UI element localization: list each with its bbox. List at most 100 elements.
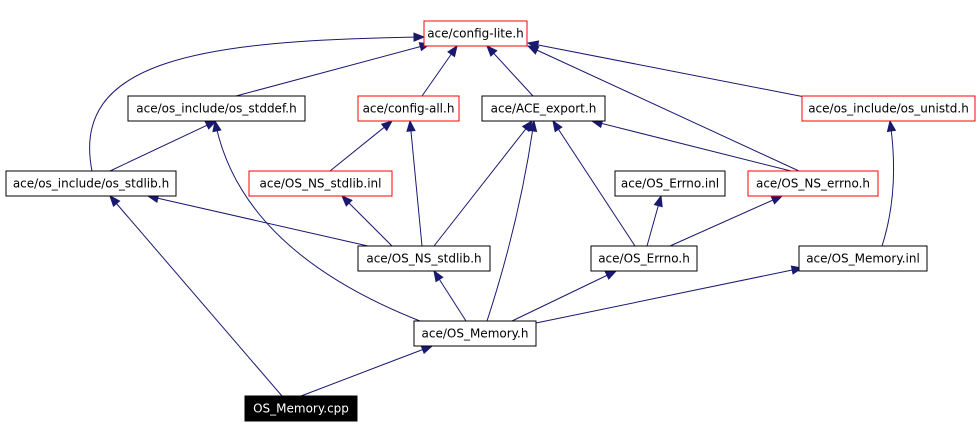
arrowhead	[341, 195, 353, 207]
node-label: ace/config-lite.h	[427, 27, 524, 41]
arrowhead	[486, 45, 498, 57]
edge-os_memory_inl-to-os_unistd	[881, 119, 897, 247]
edge-line	[486, 120, 535, 322]
edge-os_errno_h-to-os_errno_inl	[646, 194, 663, 247]
edge-os_stddef-to-config_lite	[235, 42, 432, 97]
arrowhead	[433, 269, 444, 283]
edge-os_ns_stdlib_h-to-config_all	[406, 119, 423, 247]
arrowhead	[526, 40, 540, 50]
arrowhead	[521, 119, 533, 133]
edge-ace_export-to-config_lite	[486, 45, 534, 97]
edge-line	[511, 270, 617, 322]
node-box	[798, 245, 928, 272]
edge-line	[89, 36, 425, 172]
node-box	[590, 245, 698, 272]
node-box	[747, 170, 879, 197]
node-config_lite[interactable]: ace/config-lite.h	[423, 20, 528, 47]
edge-line	[552, 120, 636, 247]
node-label: ace/OS_Errno.inl	[621, 177, 719, 191]
edge-line	[486, 45, 534, 97]
arrowhead	[380, 120, 394, 132]
arrowhead	[527, 119, 538, 133]
edge-os_ns_errno-to-ace_export	[590, 118, 792, 172]
edge-config_all-to-config_lite	[421, 44, 458, 97]
node-os_errno_inl[interactable]: ace/OS_Errno.inl	[614, 170, 726, 197]
edge-line	[527, 42, 811, 99]
edge-os_memory_h-to-os_stddef	[212, 119, 421, 322]
node-os_ns_errno[interactable]: ace/OS_NS_errno.h	[747, 170, 879, 197]
edge-line	[214, 120, 421, 322]
node-os_memory_inl[interactable]: ace/OS_Memory.inl	[798, 245, 928, 272]
edge-os_memory_cpp-to-os_stdlib	[109, 194, 283, 397]
edge-line	[669, 195, 783, 247]
node-box	[244, 395, 358, 422]
node-label: ace/os_include/os_unistd.h	[808, 102, 969, 116]
node-box	[357, 95, 460, 122]
node-config_all[interactable]: ace/config-all.h	[357, 95, 460, 122]
node-label: ace/OS_Errno.h	[598, 252, 690, 266]
edge-line	[235, 43, 431, 97]
edge-line	[109, 195, 283, 397]
node-box	[127, 95, 306, 122]
node-label: ace/os_include/os_stdlib.h	[13, 177, 169, 191]
node-label: ace/config-all.h	[363, 102, 455, 116]
edge-line	[535, 267, 803, 324]
arrowhead	[552, 119, 563, 133]
arrowhead	[212, 119, 222, 133]
node-os_memory_h[interactable]: ace/OS_Memory.h	[413, 320, 537, 347]
edge-os_unistd-to-config_lite	[526, 40, 811, 99]
edge-os_memory_cpp-to-os_memory_h	[300, 345, 434, 397]
edge-os_stdlib-to-config_lite	[89, 32, 426, 172]
arrowhead	[109, 194, 121, 208]
node-box	[614, 170, 726, 197]
edge-os_ns_stdlib_inl-to-config_all	[329, 120, 394, 172]
edge-os_memory_h-to-ace_export	[486, 119, 538, 322]
arrowhead	[770, 195, 784, 205]
edge-os_memory_h-to-os_ns_stdlib_h	[433, 269, 467, 322]
arrowhead	[653, 194, 663, 208]
node-box	[248, 170, 393, 197]
edge-os_memory_h-to-os_memory_inl	[535, 265, 804, 324]
edge-os_ns_stdlib_h-to-os_ns_stdlib_inl	[341, 195, 393, 247]
arrowhead	[413, 32, 426, 42]
edge-line	[527, 45, 800, 172]
node-os_stddef[interactable]: ace/os_include/os_stddef.h	[127, 95, 306, 122]
node-label: ace/OS_Memory.h	[422, 327, 529, 341]
node-os_errno_h[interactable]: ace/OS_Errno.h	[590, 245, 698, 272]
node-os_ns_stdlib_h[interactable]: ace/OS_NS_stdlib.h	[357, 245, 491, 272]
node-os_memory_cpp: OS_Memory.cpp	[244, 395, 358, 422]
node-os_ns_stdlib_inl[interactable]: ace/OS_NS_stdlib.inl	[248, 170, 393, 197]
edge-os_memory_h-to-os_errno_h	[511, 270, 618, 322]
arrowhead	[406, 119, 416, 132]
edge-os_errno_h-to-ace_export	[552, 119, 636, 247]
node-box	[481, 95, 606, 122]
edge-line	[109, 120, 217, 172]
node-box	[801, 95, 976, 122]
node-ace_export[interactable]: ace/ACE_export.h	[481, 95, 606, 122]
edge-line	[433, 120, 533, 247]
edge-os_ns_stdlib_h-to-ace_export	[433, 119, 533, 247]
edge-line	[329, 120, 393, 172]
node-label: ace/OS_Memory.inl	[806, 252, 920, 266]
nodes-layer: ace/config-lite.h ace/os_include/os_stdde…	[5, 20, 976, 422]
node-label: OS_Memory.cpp	[253, 402, 349, 416]
edge-line	[881, 120, 895, 247]
arrowhead	[447, 44, 458, 58]
node-os_unistd[interactable]: ace/os_include/os_unistd.h	[801, 95, 976, 122]
node-box	[5, 170, 177, 197]
edge-os_ns_stdlib_h-to-os_stdlib	[146, 193, 369, 247]
node-label: ace/OS_NS_errno.h	[756, 177, 870, 191]
edge-line	[409, 120, 423, 247]
edge-os_stdlib-to-os_stddef	[109, 120, 218, 172]
node-box	[413, 320, 537, 347]
node-label: ace/ACE_export.h	[491, 102, 597, 116]
arrowhead	[886, 119, 897, 133]
edge-line	[591, 120, 792, 172]
node-box	[357, 245, 491, 272]
edge-line	[341, 195, 393, 247]
edge-line	[147, 195, 369, 247]
node-os_stdlib[interactable]: ace/os_include/os_stdlib.h	[5, 170, 177, 197]
arrowhead	[604, 270, 618, 280]
node-label: ace/OS_NS_stdlib.h	[366, 252, 481, 266]
